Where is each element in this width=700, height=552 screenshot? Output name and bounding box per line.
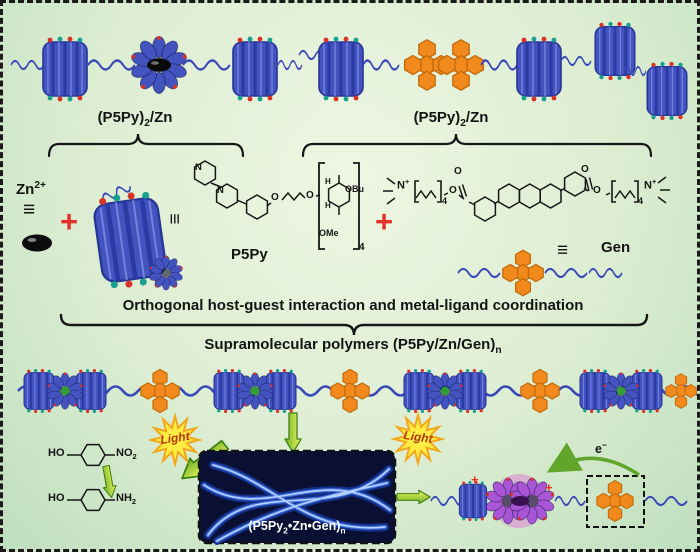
guest-dashed-box: [586, 475, 645, 528]
fiber-label-sub2: n: [340, 525, 346, 536]
plus-mark-2: +: [545, 480, 553, 495]
right-complex-label: (P5Py)2/Zn: [376, 110, 526, 130]
down-arrow: [284, 412, 302, 454]
gen-o-ester-left: O: [449, 185, 457, 196]
amino-grp: NH: [116, 492, 132, 504]
gen-n-right-charge: +: [651, 177, 657, 186]
plus-right: +: [375, 204, 394, 239]
p5py-atom-h2: H: [325, 201, 331, 210]
gen-sub-right: 4: [638, 196, 644, 206]
p5py-atom-o1: O: [271, 192, 279, 203]
gen-o-carbonyl-left: O: [454, 166, 462, 177]
p5py-atom-n2: N: [217, 185, 224, 196]
nitro-sub: 2: [132, 452, 137, 462]
electron-base: e: [595, 442, 602, 457]
right-arrow: [396, 489, 431, 505]
left-complex-label: (P5Py)2/Zn: [60, 110, 210, 130]
left-complex-label-pre: (P5Py): [97, 109, 145, 126]
nitro-grp: NO: [116, 447, 133, 459]
p5py-repeat-subscript: 4: [359, 242, 365, 253]
gen-o-ester-right: O: [593, 185, 601, 196]
p5py-atom-ome: OMe: [319, 228, 339, 238]
equivalence-gen-icon: ≡: [557, 240, 569, 261]
electron-arrow: [546, 442, 641, 477]
zn-charge: 2+: [34, 180, 46, 191]
fiber-label-sub1: 2: [283, 525, 288, 536]
gen-n-left-charge: +: [404, 177, 410, 186]
product-fragment: [429, 442, 689, 528]
left-complex-label-sub: 2: [144, 118, 150, 129]
zn-symbol: Zn: [16, 181, 35, 198]
gen-o-carbonyl-right: O: [581, 164, 589, 175]
p5py-atom-obu: OBu: [345, 184, 364, 194]
fiber-box: [197, 449, 397, 545]
gen-structure: [383, 171, 670, 222]
aminophenol-structure: [67, 488, 115, 512]
left-complex-cartoon: [9, 34, 304, 104]
p5py-label: P5Py: [231, 246, 268, 263]
p5py-atom-h1: H: [325, 177, 331, 186]
p5py-atom-o2: O: [306, 190, 314, 201]
caption-polymer-sub: n: [495, 345, 502, 356]
aminophenol-nh2: NH2: [116, 492, 137, 507]
right-complex-cartoon: [297, 20, 689, 122]
plus-left: +: [60, 204, 79, 239]
left-complex-label-post: /Zn: [149, 109, 173, 126]
gen-n-right: N: [644, 179, 652, 192]
caption-polymer-text: Supramolecular polymers (P5Py/Zn/Gen): [204, 336, 496, 353]
fiber-label-s1: (P5Py: [248, 519, 284, 533]
equivalence-host-icon: ≡: [163, 213, 185, 225]
scheme-artwork: [9, 20, 697, 545]
amino-sub: 2: [131, 497, 137, 507]
p5py-atom-n1: N: [195, 162, 202, 173]
gen-atom-n-left: N+: [397, 178, 409, 192]
p5py-structure: [193, 160, 360, 250]
electron-sup: −: [601, 440, 607, 450]
zn-ion-label: Zn2+: [16, 180, 46, 198]
right-complex-label-sub: 2: [460, 118, 466, 129]
gen-n-left: N: [397, 179, 405, 192]
plus-mark-1: +: [471, 472, 479, 487]
fiber-label-s2: •Zn•Gen): [287, 519, 341, 533]
equivalence-zn-icon: ≡: [23, 198, 36, 221]
zn-center: [147, 58, 171, 72]
zn-sphere: [22, 234, 52, 252]
gen-label: Gen: [601, 239, 631, 256]
caption-orthogonal: Orthogonal host-guest interaction and me…: [122, 297, 584, 314]
fiber-label: (P5Py2•Zn•Gen)n: [205, 519, 389, 536]
right-complex-label-pre: (P5Py): [413, 109, 461, 126]
brace-right: [301, 133, 653, 158]
nitrophenol-no2: NO2: [116, 447, 137, 462]
gen-cartoon: [456, 249, 624, 297]
gen-sub-left: 4: [442, 196, 448, 206]
brace-left: [47, 133, 245, 158]
nitrophenol-structure: [67, 443, 115, 467]
braces-top: [47, 133, 653, 158]
brace-bottom: [59, 313, 649, 336]
polymer-chain: [16, 367, 697, 415]
right-complex-label-post: /Zn: [465, 109, 489, 126]
host-cartoon: [92, 181, 184, 291]
electron-label: e−: [595, 441, 607, 456]
aminophenol-ho: HO: [48, 492, 65, 504]
gen-atom-n-right: N+: [644, 178, 656, 192]
nitrophenol-ho: HO: [48, 447, 65, 459]
caption-polymer: Supramolecular polymers (P5Py/Zn/Gen)n: [3, 336, 697, 357]
